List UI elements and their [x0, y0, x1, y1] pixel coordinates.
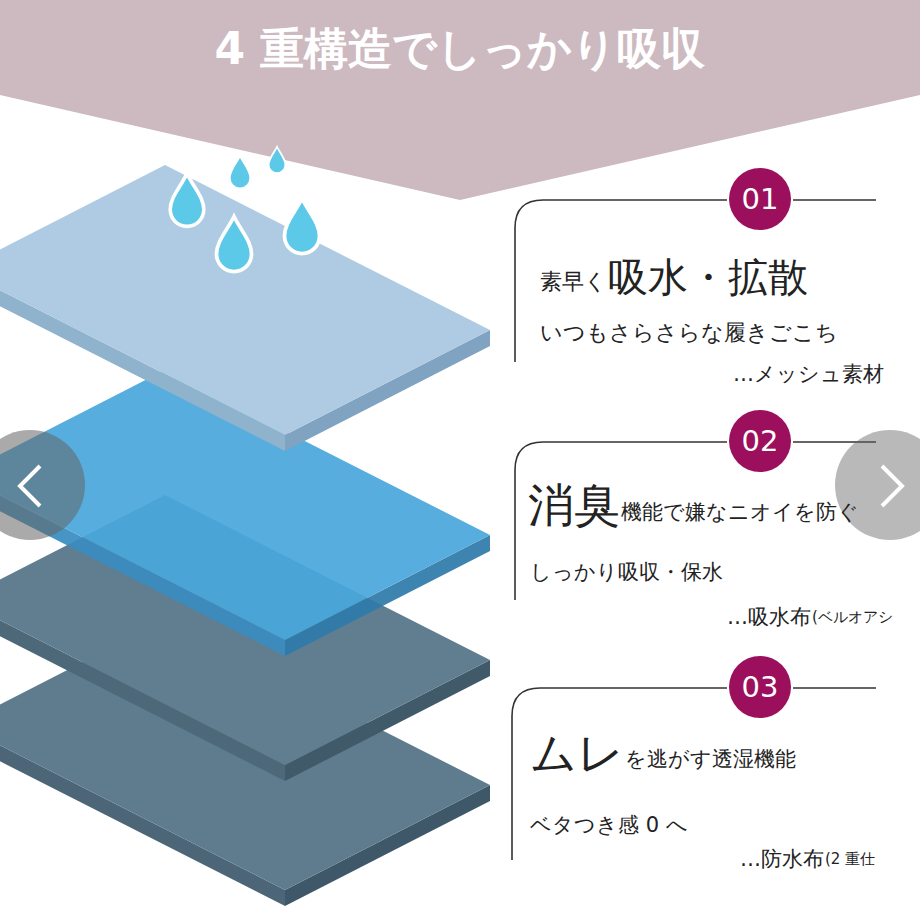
callout-text: (2 重仕	[825, 851, 875, 868]
water-drops	[170, 147, 319, 272]
title: 4 重構造でしっかり吸収	[0, 24, 920, 75]
callout-text: ムレ	[530, 727, 624, 780]
callout-text: 素早く	[540, 269, 607, 294]
callout-text: …吸水布	[727, 605, 811, 629]
callout-text: を逃がす透湿機能	[625, 747, 796, 771]
callout-text: 機能で嫌なニオイを防ぐ	[621, 500, 859, 524]
callout-number: 02	[742, 427, 779, 456]
layer-1	[0, 165, 490, 451]
callout-brackets	[512, 200, 876, 860]
callout-number-circle: 03	[729, 656, 791, 718]
callout-text: ベタつき感 0 へ	[530, 813, 688, 837]
callout-number-circle: 01	[729, 168, 791, 230]
callout-text: いつもさらさらな履きごこち	[540, 320, 838, 345]
callout-number: 01	[742, 185, 779, 214]
callout-text: (ベルオアシ	[812, 609, 893, 626]
callout-number-circle: 02	[729, 410, 791, 472]
callout-text: …防水布	[740, 847, 824, 871]
callout-text: しっかり吸収・保水	[530, 560, 723, 584]
callout-text: 吸水・拡散	[608, 254, 808, 300]
callout-number: 03	[742, 673, 779, 702]
header-band	[0, 0, 920, 200]
callout-text: …メッシュ素材	[733, 362, 884, 386]
callout-text: 消臭	[528, 479, 620, 532]
